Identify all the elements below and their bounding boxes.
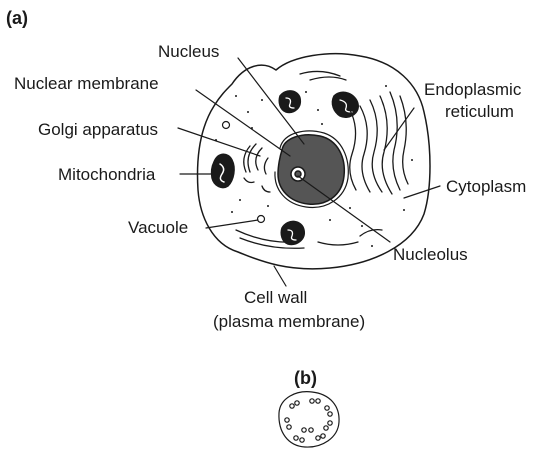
nucleus-shape [275, 131, 348, 207]
vacuole-shape [258, 216, 265, 223]
label-nucleus: Nucleus [158, 42, 219, 62]
label-nucleolus: Nucleolus [393, 245, 468, 265]
panel-b-tag: (b) [294, 368, 317, 388]
panel-b-cell [279, 392, 339, 447]
label-golgi-apparatus: Golgi apparatus [38, 120, 158, 140]
label-endoplasmic-line1: Endoplasmic [424, 80, 521, 100]
label-endoplasmic-line2: reticulum [445, 102, 514, 122]
label-mitochondria: Mitochondria [58, 165, 155, 185]
label-vacuole: Vacuole [128, 218, 188, 238]
label-cell-wall-line2: (plasma membrane) [213, 312, 365, 332]
panel-a-tag: (a) [6, 8, 28, 28]
label-nuclear-membrane: Nuclear membrane [14, 74, 159, 94]
label-cell-wall-line1: Cell wall [244, 288, 307, 308]
label-cytoplasm: Cytoplasm [446, 177, 526, 197]
